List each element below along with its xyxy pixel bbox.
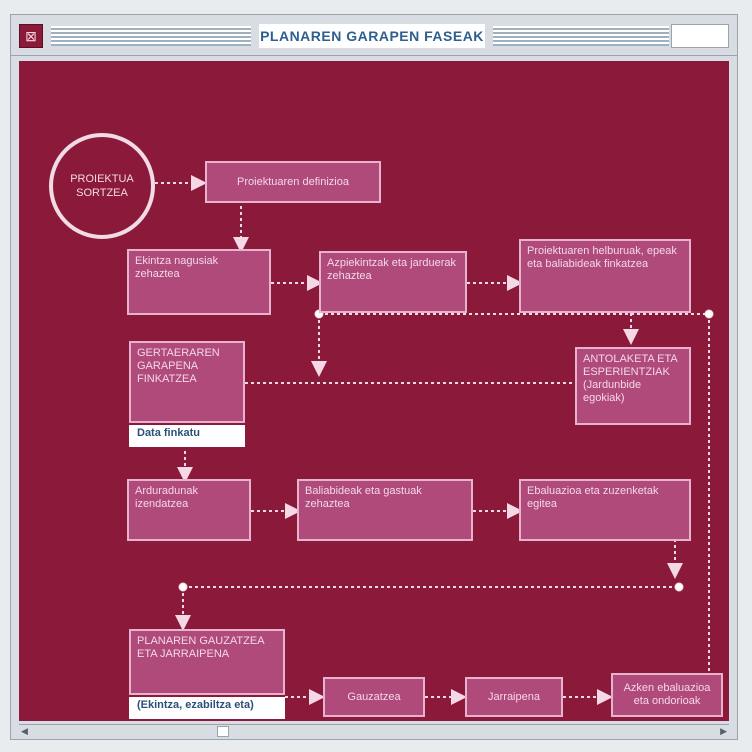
date-tag: Data finkatu [129, 425, 245, 447]
title-bar-stripes-right [493, 26, 669, 46]
title-bar-stripes-left [51, 26, 251, 46]
final-evaluation-box: Azken ebaluazioa eta ondorioak [611, 673, 723, 717]
execution-box: Gauzatzea [323, 677, 425, 717]
close-box-icon[interactable]: ⊠ [19, 24, 43, 48]
responsibles-box: Arduradunak izendatzea [127, 479, 251, 541]
sub-actions-box: Azpiekintzak eta jarduerak zehaztea [319, 251, 467, 313]
evaluation-box: Ebaluazioa eta zuzenketak egitea [519, 479, 691, 541]
scroll-right-arrow-icon[interactable]: ▶ [720, 726, 727, 736]
title-bar[interactable]: ⊠ PLANAREN GARAPEN FASEAK [11, 15, 737, 56]
zoom-box[interactable] [671, 24, 729, 48]
start-node: PROIEKTUA SORTZEA [49, 133, 155, 239]
actions-tag: (Ekintza, ezabiltza eta) [129, 697, 285, 719]
app-window: ⊠ PLANAREN GARAPEN FASEAK [10, 14, 738, 740]
diagram-canvas: PROIEKTUA SORTZEA Proiektuaren definizio… [19, 61, 729, 721]
connector-lines [155, 175, 714, 705]
scroll-thumb[interactable] [217, 726, 229, 737]
monitoring-box: Jarraipena [465, 677, 563, 717]
scroll-left-arrow-icon[interactable]: ◀ [21, 726, 28, 736]
resources-box: Baliabideak eta gastuak zehaztea [297, 479, 473, 541]
definition-box: Proiektuaren definizioa [205, 161, 381, 203]
main-actions-box: Ekintza nagusiak zehaztea [127, 249, 271, 315]
execution-plan-box: PLANAREN GAUZATZEA ETA JARRAIPENA [129, 629, 285, 695]
horizontal-scrollbar[interactable]: ◀ ▶ [19, 724, 729, 737]
event-setup-box: GERTAERAREN GARAPENA FINKATZEA [129, 341, 245, 423]
experiences-box: ANTOLAKETA ETA ESPERIENTZIAK (Jardunbide… [575, 347, 691, 425]
goals-box: Proiektuaren helburuak, epeak eta baliab… [519, 239, 691, 313]
window-title: PLANAREN GARAPEN FASEAK [259, 24, 485, 48]
